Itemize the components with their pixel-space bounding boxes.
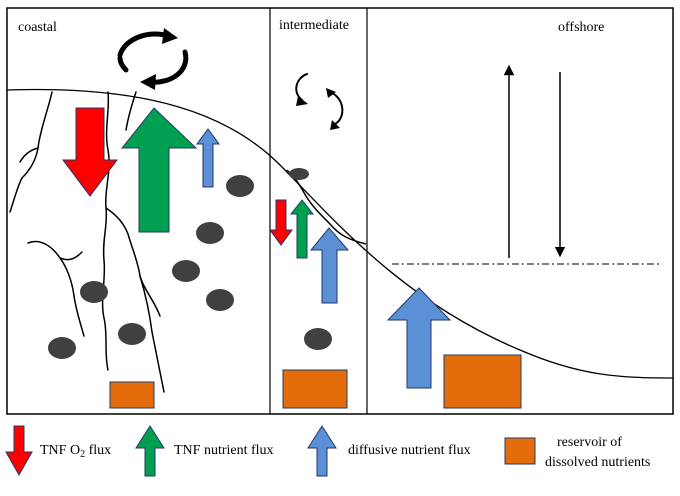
sediment-fractures [9, 91, 165, 393]
legend-reservoir-label-2: dissolved nutrients [545, 455, 650, 470]
legend-o2-flux-icon [5, 425, 33, 477]
reservoir-offshore [443, 354, 522, 409]
diffusive-flux-arrow-coastal [196, 128, 220, 188]
legend: TNF O2 flux TNF nutrient flux diffusive … [5, 425, 650, 477]
legend-nutrient-flux-label: TNF nutrient flux [174, 443, 274, 458]
legend-diffusive-flux-label: diffusive nutrient flux [348, 443, 471, 458]
reservoir-intermediate [282, 369, 348, 409]
coastal-circulation-head-2 [140, 74, 156, 90]
zone-label-coastal: coastal [18, 20, 57, 35]
intermediate-circulation-icon [295, 73, 344, 125]
tnf-o2-flux-arrow-intermediate [269, 199, 293, 246]
legend-reservoir-icon [504, 437, 536, 465]
tnf-nutrient-flux-arrow-intermediate [289, 199, 315, 259]
zone-label-offshore: offshore [558, 20, 604, 35]
diffusive-flux-arrow-offshore [386, 287, 452, 389]
zone-label-intermediate: intermediate [279, 18, 349, 33]
intermediate-circulation-head-2 [326, 88, 336, 98]
sediment-particles [48, 168, 332, 359]
coastal-circulation-head-1 [162, 28, 178, 44]
tnf-o2-flux-arrow-coastal [62, 107, 118, 197]
legend-reservoir-label-1: reservoir of [557, 435, 622, 450]
reservoir-coastal [109, 381, 155, 409]
diffusive-flux-arrow-intermediate [309, 227, 350, 304]
tnf-nutrient-flux-arrow-coastal [120, 107, 198, 233]
legend-nutrient-flux-icon [135, 425, 165, 477]
intermediate-fracture [286, 169, 367, 245]
seabed-profile [6, 88, 674, 379]
intermediate-circulation-head-1 [296, 96, 308, 106]
coastal-circulation-icon [117, 31, 189, 85]
legend-o2-flux-label: TNF O2 flux [40, 443, 111, 460]
legend-diffusive-flux-icon [307, 425, 337, 477]
diagram-frame [6, 7, 674, 415]
intermediate-circulation-head-3 [330, 120, 340, 130]
